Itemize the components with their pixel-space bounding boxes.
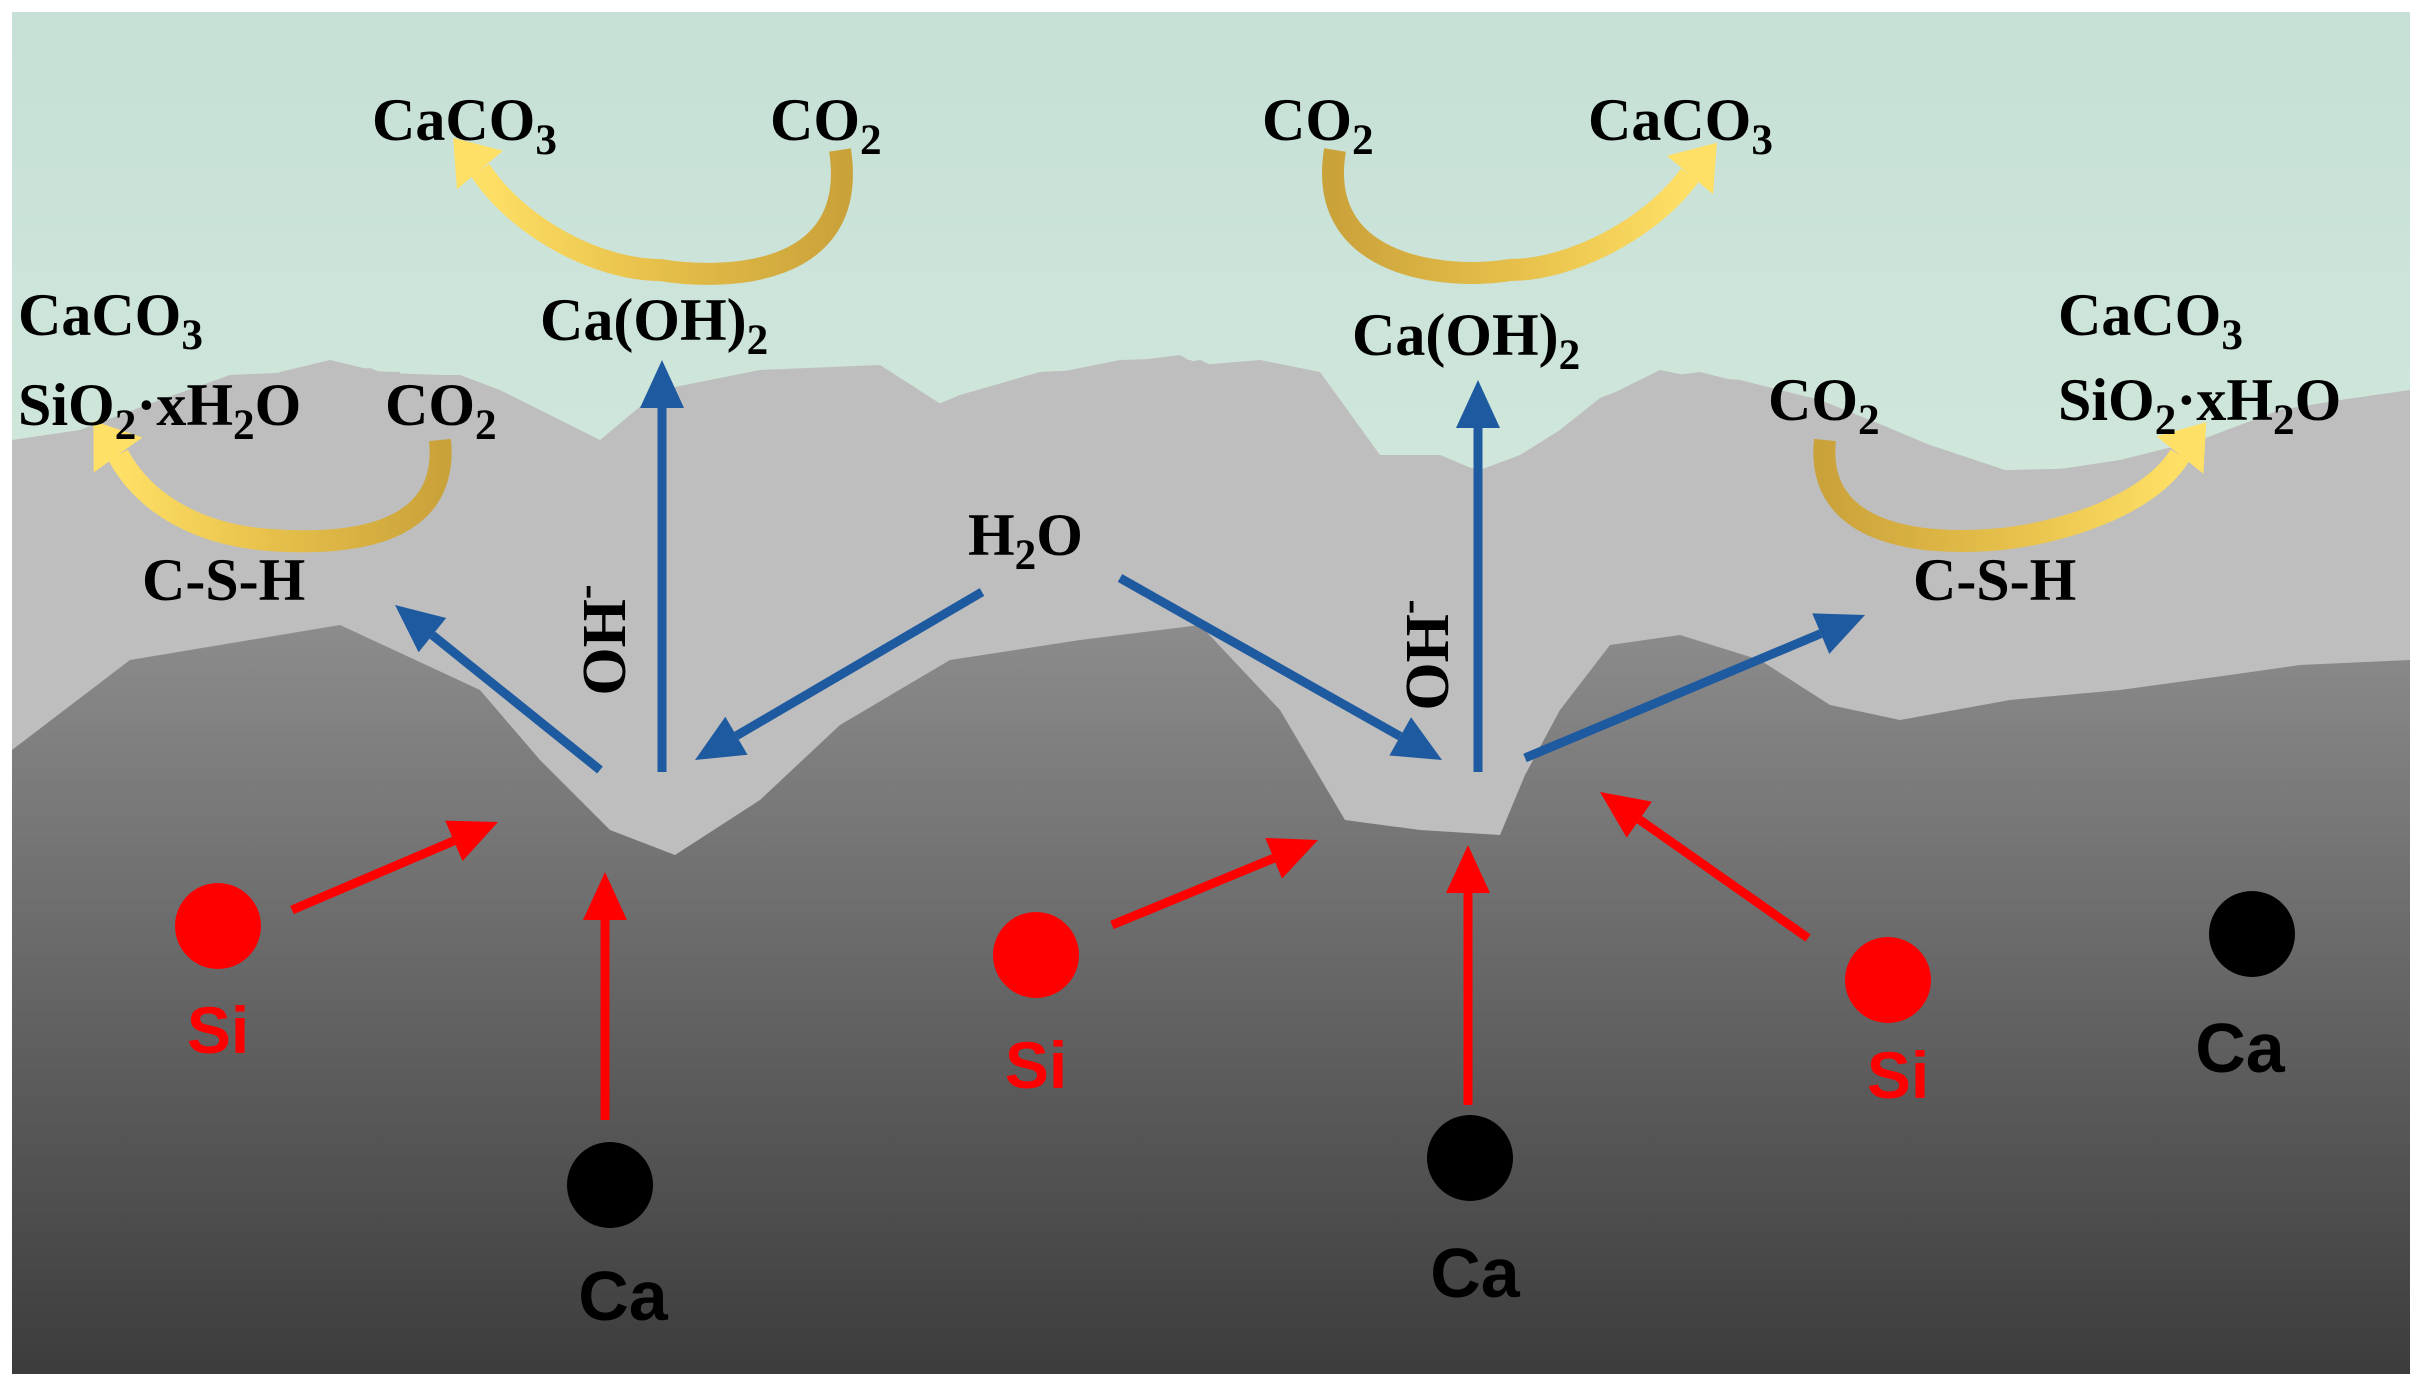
blue-arrow-oh-right-head-icon — [1456, 380, 1500, 428]
label-caoh2-left: Ca(OH)2 — [540, 287, 768, 364]
si-atom-3 — [1845, 937, 1931, 1023]
label-co2-far-right: CO2 — [1768, 367, 1880, 444]
label-ca-1: Ca — [578, 1257, 669, 1335]
label-ca-3: Ca — [2195, 1009, 2286, 1087]
label-si-3: Si — [1867, 1038, 1929, 1112]
blue-arrow-h2o-right-head-icon — [1389, 717, 1442, 760]
label-sio2-far-right: SiO2·xH2O — [2058, 367, 2341, 444]
label-oh-right: OH- — [1382, 599, 1462, 710]
label-ca-2: Ca — [1430, 1234, 1521, 1312]
cycle-arrow-far-right — [1813, 438, 2190, 553]
label-oh-left: OH- — [559, 584, 639, 695]
red-arrow-si2 — [1110, 854, 1276, 930]
blue-arrow-h2o-left-head-icon — [695, 716, 748, 760]
blue-arrow-to-csh-left — [429, 631, 603, 774]
blue-arrow-h2o-right — [1117, 574, 1403, 741]
label-csh-left: C-S-H — [142, 547, 305, 613]
reaction-arrows — [290, 360, 1865, 1120]
red-arrow-si2-head-icon — [1265, 837, 1318, 879]
cycle-arrow-top-right — [1322, 148, 1699, 284]
cycle-arrow-far-right-head-icon — [2156, 422, 2207, 474]
label-co2-top-right: CO2 — [1262, 87, 1374, 164]
cycle-arrow-far-left-head-icon — [93, 420, 143, 473]
label-caco3-far-left: CaCO3 — [18, 282, 203, 359]
label-sio2-far-left: SiO2·xH2O — [18, 372, 301, 449]
si-atom-1 — [175, 883, 261, 969]
label-csh-right: C-S-H — [1913, 547, 2076, 613]
cycle-arrow-far-left — [108, 438, 452, 553]
labels: CaCO3 CO2 Ca(OH)2 CO2 CaCO3 Ca(OH)2 CaCO… — [18, 87, 2341, 1335]
blue-arrow-to-csh-right — [1523, 629, 1823, 763]
red-arrow-si3 — [1636, 815, 1811, 942]
ca-atom-3 — [2209, 891, 2295, 977]
label-caoh2-right: Ca(OH)2 — [1352, 302, 1580, 379]
label-si-2: Si — [1005, 1028, 1067, 1102]
cycle-arrows — [93, 137, 2207, 553]
label-co2-top-left: CO2 — [770, 87, 882, 164]
red-arrow-si3-head-icon — [1600, 792, 1652, 838]
peak-shapes — [12, 360, 2410, 540]
red-arrow-ca1-head-icon — [583, 872, 627, 920]
red-arrow-ca2-head-icon — [1446, 845, 1490, 893]
ca-atom-2 — [1427, 1115, 1513, 1201]
label-caco3-top-left: CaCO3 — [372, 87, 557, 164]
red-arrow-si1-head-icon — [445, 820, 498, 862]
cycle-arrow-top-right-head-icon — [1666, 142, 1717, 195]
cycle-arrow-top-left — [470, 148, 853, 285]
substrate-layer — [12, 625, 2410, 1374]
si-atom-2 — [993, 912, 1079, 998]
blue-arrow-to-csh-right-head-icon — [1812, 613, 1865, 654]
atoms — [175, 883, 2295, 1228]
label-co2-far-left: CO2 — [385, 372, 497, 449]
blue-arrow-to-csh-left-head-icon — [395, 605, 447, 653]
red-arrow-si1 — [290, 836, 456, 915]
label-caco3-top-right: CaCO3 — [1588, 87, 1773, 164]
label-caco3-far-right: CaCO3 — [2058, 282, 2243, 359]
ca-atom-1 — [567, 1142, 653, 1228]
cycle-arrow-top-left-head-icon — [453, 137, 504, 190]
label-si-1: Si — [187, 993, 249, 1067]
blue-arrow-oh-left-head-icon — [640, 360, 684, 408]
label-h2o: H2O — [968, 502, 1083, 579]
blue-arrow-h2o-left — [734, 588, 985, 740]
